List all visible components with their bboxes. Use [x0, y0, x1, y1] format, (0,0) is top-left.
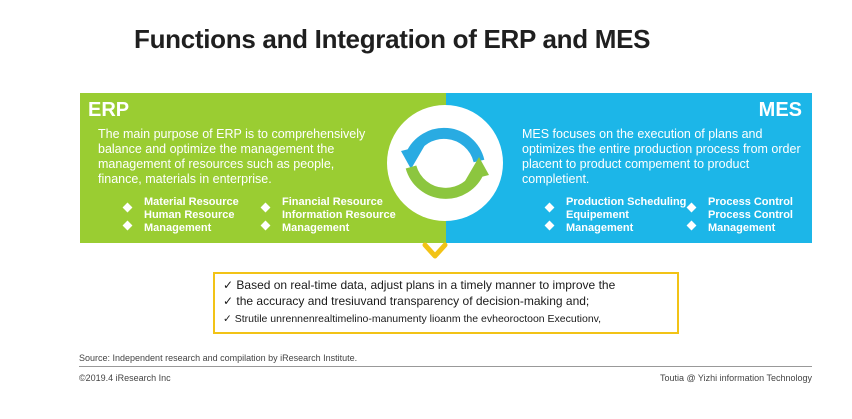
credit-text: Toutia @ Yizhi information Technology	[659, 373, 812, 383]
mes-bullet-text: Equipement	[566, 209, 629, 221]
diamond-bullet-icon	[686, 220, 697, 231]
mes-description: MES focuses on the execution of plans an…	[522, 127, 801, 186]
diamond-bullet-icon	[544, 202, 555, 213]
erp-bullet-text: Management	[282, 222, 350, 234]
page-title: Functions and Integration of ERP and MES	[134, 24, 651, 54]
footer-divider	[79, 366, 812, 367]
diamond-bullet-icon	[260, 220, 271, 231]
cycle-arrows-icon	[387, 105, 503, 221]
result-line: ✓ the accuracy and tresiuvand transparen…	[223, 294, 590, 308]
mes-title: MES	[758, 99, 802, 121]
green-arrowhead	[465, 157, 489, 181]
erp-description: The main purpose of ERP is to comprehens…	[98, 127, 366, 186]
mes-bullet-text: Process Control	[708, 196, 793, 208]
source-note: Source: Independent research and compila…	[79, 353, 358, 363]
mes-panel: MES MES focuses on the execution of plan…	[446, 93, 812, 243]
diamond-bullet-icon	[122, 202, 133, 213]
blue-arrow-arc	[405, 127, 485, 163]
erp-bullet-text: Management	[144, 222, 212, 234]
erp-title: ERP	[88, 99, 130, 121]
erp-bullet-text: Financial Resource	[282, 196, 383, 208]
mes-bullet-text: Management	[708, 222, 776, 234]
chevron-down-icon	[422, 242, 448, 259]
diamond-bullet-icon	[260, 202, 271, 213]
mes-bullet-text: Management	[566, 222, 634, 234]
blue-arrowhead	[401, 145, 425, 169]
result-line: ✓ Based on real-time data, adjust plans …	[223, 278, 616, 292]
cycle-arrows-graphic	[401, 127, 489, 199]
erp-bullet-text: Information Resource	[282, 209, 396, 221]
erp-bullet-text: Human Resource	[144, 209, 235, 221]
copyright-text: ©2019.4 iResearch Inc	[79, 373, 171, 383]
green-arrow-arc	[405, 165, 485, 199]
result-line: ✓ Strutile unrennenrealtimelino-manument…	[223, 313, 602, 325]
integration-result-box: ✓ Based on real-time data, adjust plans …	[213, 272, 679, 334]
diamond-bullet-icon	[122, 220, 133, 231]
mes-bullet-text: Process Control	[708, 209, 793, 221]
diamond-bullet-icon	[686, 202, 697, 213]
diamond-bullet-icon	[544, 220, 555, 231]
erp-bullet-text: Material Resource	[144, 196, 239, 208]
erp-panel: ERP The main purpose of ERP is to compre…	[80, 93, 446, 243]
mes-bullet-text: Production Scheduling	[566, 196, 687, 208]
